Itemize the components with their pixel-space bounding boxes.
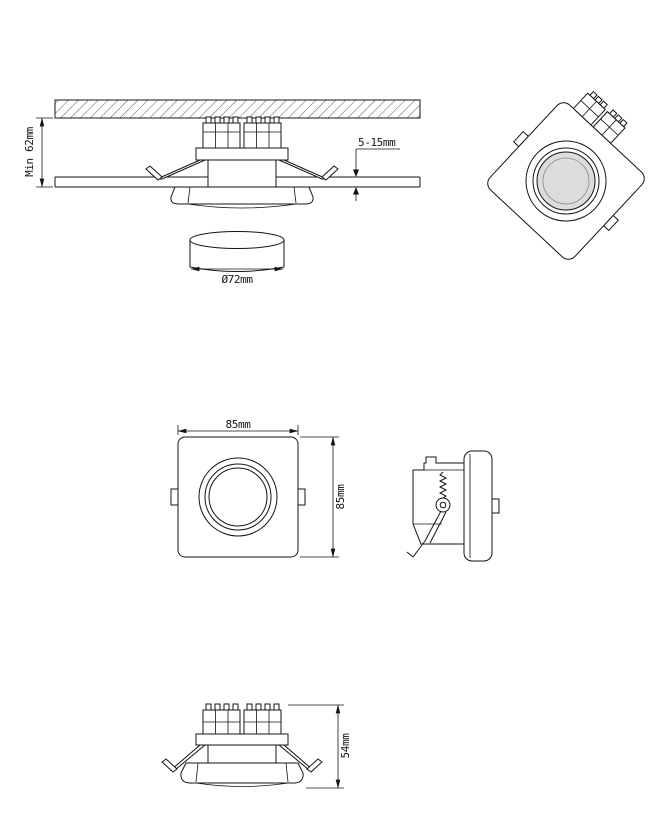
- front-tab-left: [170, 488, 179, 506]
- terminal-block: [243, 122, 282, 149]
- side-housing-lines: [413, 469, 464, 525]
- dim-recess-depth: Min 62mm: [23, 117, 53, 188]
- spring-foot-right: [321, 165, 339, 181]
- front-width-label: 85mm: [226, 418, 252, 431]
- front-ring-mid: [204, 463, 272, 531]
- dim-front-width: 85mm: [177, 418, 299, 435]
- dim-front-height: 85mm: [300, 436, 347, 558]
- isometric-view: [487, 90, 645, 260]
- terminal-detail-lines: [203, 123, 281, 148]
- downlight-elevation: [161, 703, 323, 787]
- trim-bezel: [170, 186, 314, 205]
- mounting-plate: [195, 147, 289, 161]
- terminal-detail-lines: [203, 710, 281, 734]
- can-body: [207, 744, 277, 764]
- spring-foot-left: [161, 758, 178, 773]
- bottom-elevation-view: 54mm: [161, 703, 352, 789]
- spring-arm-right: [278, 159, 328, 180]
- front-view: 85mm 85mm: [170, 418, 347, 558]
- mounting-plate: [195, 733, 289, 746]
- ceiling-slab-hatched: [54, 99, 421, 119]
- dim-fixture-height: 54mm: [288, 704, 352, 789]
- iso-trim-ring-inner: [532, 147, 600, 215]
- front-tab-right: [297, 488, 306, 506]
- side-spring: [406, 471, 451, 558]
- spring-arm-left: [156, 159, 206, 180]
- dim-cutout-diameter: Ø72mm: [190, 266, 284, 286]
- front-trim-square: [177, 436, 299, 558]
- front-height-label: 85mm: [334, 484, 347, 510]
- cylinder-top: [189, 231, 285, 249]
- iso-lamp-lens: [542, 157, 590, 205]
- iso-lamp-face: [536, 151, 596, 211]
- dim-ceiling-thickness: 5-15mm: [353, 136, 400, 201]
- front-ring-inner: [208, 467, 268, 527]
- cutout-diameter-label: Ø72mm: [221, 273, 253, 286]
- downlight-section: [145, 116, 339, 209]
- bezel-detail-lines: [195, 762, 289, 787]
- spring-foot-left: [145, 165, 163, 181]
- terminal-block: [202, 122, 241, 149]
- section-view: Min 62mm 5-15mm: [23, 99, 421, 209]
- side-trim-edge: [463, 450, 493, 562]
- ceiling-panel: [54, 176, 421, 188]
- cutout-cylinder: Ø72mm: [189, 231, 285, 286]
- iso-terminal-blocks: [572, 90, 628, 145]
- ceiling-thickness-label: 5-15mm: [358, 136, 396, 149]
- terminal-teeth: [205, 116, 280, 124]
- iso-trim-ring-outer: [525, 140, 607, 222]
- front-ring-outer: [198, 457, 278, 537]
- bezel-detail-lines: [187, 186, 297, 209]
- recess-depth-label: Min 62mm: [23, 126, 36, 177]
- spring-foot-right: [306, 758, 323, 773]
- terminal-teeth: [205, 703, 280, 711]
- side-view: [406, 450, 500, 562]
- can-body: [207, 159, 277, 188]
- side-tab: [491, 498, 500, 514]
- trim-bezel: [180, 762, 304, 784]
- fixture-height-label: 54mm: [339, 733, 352, 759]
